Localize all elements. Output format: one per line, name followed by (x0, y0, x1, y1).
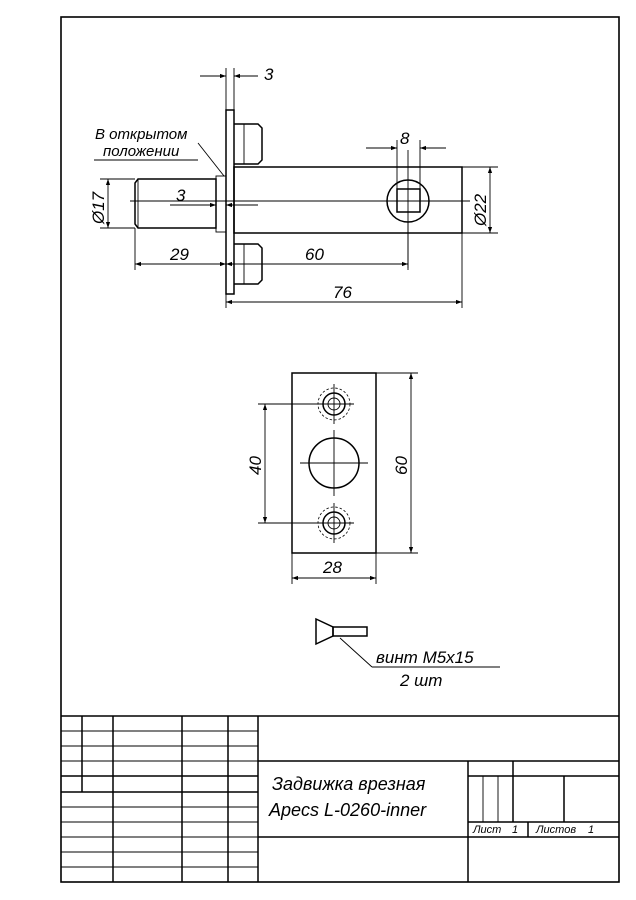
hole-spacing-dim: 40 (246, 456, 265, 475)
lock-body-side (233, 166, 463, 234)
bolt-diameter-dim: Ø17 (89, 191, 108, 225)
drawing-title-line2: Apecs L-0260-inner (268, 800, 427, 820)
screw-head (315, 617, 334, 646)
bolt-gap-dim: 3 (176, 186, 186, 205)
screw-label-line1: винт М5х15 (376, 648, 474, 667)
axis-distance-dim: 60 (305, 245, 324, 264)
front-view: 40 60 28 (246, 372, 418, 584)
drawing-frame (60, 16, 620, 883)
key-square (396, 188, 421, 213)
total-length-dim: 76 (333, 283, 352, 302)
screw-head-upper-side (234, 123, 263, 165)
sheet-number: 1 (512, 824, 518, 836)
faceplate-inner-strip (215, 175, 227, 233)
sheets-label: Листов (535, 824, 576, 836)
open-position-note-line1: В открытом (95, 126, 187, 143)
screw-label-line2: 2 шт (399, 671, 442, 690)
faceplate-front (291, 372, 377, 554)
screw-leader (339, 637, 373, 668)
faceplate-side (225, 109, 235, 295)
drawing-title-line1: Задвижка врезная (272, 774, 426, 794)
title-block: Задвижка врезная Apecs L-0260-inner Лист… (61, 715, 619, 882)
screw-view: винт М5х15 2 шт (315, 617, 500, 690)
bolt-protrusion-dim: 29 (169, 245, 189, 264)
screw-shank (332, 626, 368, 637)
side-view: 3 В открытом положении Ø17 3 29 60 76 (89, 65, 498, 308)
note-leader (197, 142, 225, 177)
sheets-count: 1 (588, 824, 594, 836)
plate-height-dim: 60 (392, 456, 411, 475)
plate-width-dim: 28 (322, 558, 342, 577)
sheet-label: Лист (472, 824, 501, 836)
body-diameter-dim: Ø22 (471, 193, 490, 227)
square-size-dim: 8 (400, 129, 410, 148)
revision-grid (61, 716, 258, 882)
plate-thickness-dim: 3 (264, 65, 274, 84)
open-position-note-line2: положении (103, 143, 180, 160)
